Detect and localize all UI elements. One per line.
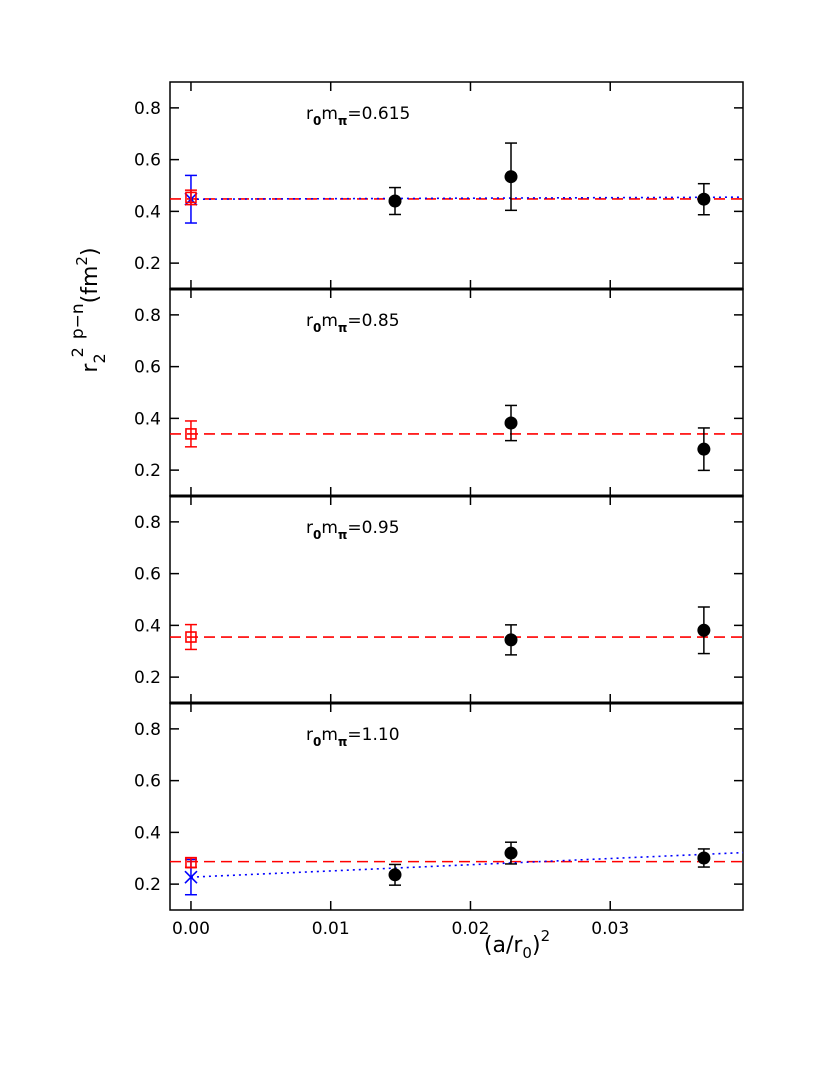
y-tick-label: 0.8 (134, 99, 161, 119)
constant-extrapolation-marker (185, 856, 197, 869)
panel-frame (169, 702, 744, 911)
data-point (697, 851, 711, 865)
y-axis-title: r22p−n(fm2) (68, 247, 109, 372)
linear-extrapolation-marker (184, 870, 198, 884)
panels-group: 0.2 0.4 0.6 0.8 r0mπ=0.615 0.2 0.4 0.6 0.8 r0mπ=0… (134, 81, 744, 939)
panel-frame (169, 81, 744, 290)
data-point (504, 416, 518, 430)
x-tick-label: 0.02 (452, 919, 490, 939)
constant-extrapolation-marker (185, 428, 197, 440)
y-tick-label: 0.2 (134, 875, 161, 895)
y-tick-label: 0.4 (134, 409, 161, 429)
y-tick-label: 0.6 (134, 565, 161, 585)
panel-label: r0mπ=0.85 (306, 311, 400, 335)
data-point (504, 170, 518, 184)
fit-lines (170, 851, 743, 878)
y-tick-label: 0.8 (134, 306, 161, 326)
fit-lines (170, 196, 743, 201)
panel-1: 0.2 0.4 0.6 0.8 r0mπ=0.615 (134, 81, 744, 290)
panel-label: r0mπ=0.95 (306, 518, 400, 542)
constant-extrapolation-errbar (184, 623, 197, 651)
x-tick-label: 0.01 (312, 919, 350, 939)
panel-frame (169, 495, 744, 704)
linear-fit-line (190, 196, 743, 201)
panel-frame (169, 288, 744, 497)
panel-2: 0.2 0.4 0.6 0.8 r0mπ=0.85 (134, 288, 744, 497)
y-tick-label: 0.2 (134, 461, 161, 481)
constant-extrapolation-errbar (184, 420, 197, 448)
x-axis-title: (a/r0)2 (484, 927, 550, 962)
data-point (504, 846, 518, 860)
y-tick-label: 0.2 (134, 254, 161, 274)
y-tick-label: 0.2 (134, 668, 161, 688)
y-tick-label: 0.4 (134, 823, 161, 843)
data-point (697, 623, 711, 637)
y-tick-label: 0.6 (134, 772, 161, 792)
x-tick-label: 0.03 (591, 919, 629, 939)
y-tick-label: 0.8 (134, 513, 161, 533)
data-point (697, 442, 711, 456)
data-point (388, 868, 402, 882)
data-point (388, 194, 402, 208)
y-tick-label: 0.4 (134, 616, 161, 636)
linear-fit-line (190, 851, 743, 878)
constant-extrapolation-marker (185, 191, 197, 204)
y-tick-label: 0.8 (134, 720, 161, 740)
data-point (504, 633, 518, 647)
panel-4: 0.2 0.4 0.6 0.8 r0mπ=1.10 0.00 0.01 0.02 0.03 (134, 702, 744, 939)
panel-3: 0.2 0.4 0.6 0.8 r0mπ=0.95 (134, 495, 744, 704)
y-tick-label: 0.6 (134, 358, 161, 378)
constant-extrapolation-marker (185, 631, 197, 643)
y-tick-label: 0.6 (134, 151, 161, 171)
panel-label: r0mπ=1.10 (306, 725, 400, 749)
y-tick-label: 0.4 (134, 202, 161, 222)
data-point (697, 192, 711, 206)
panel-label: r0mπ=0.615 (306, 104, 410, 128)
x-tick-label: 0.00 (172, 919, 210, 939)
